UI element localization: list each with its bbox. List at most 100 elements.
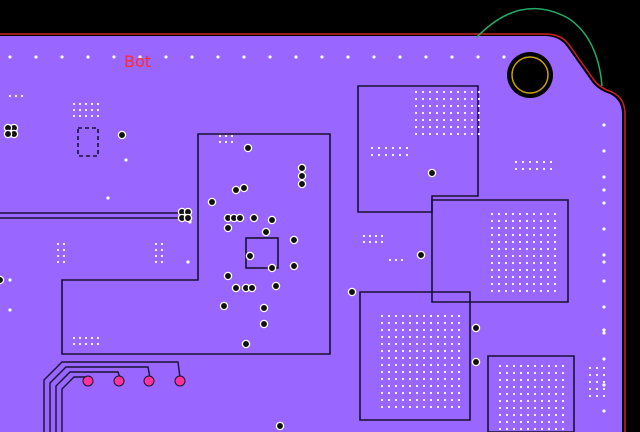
via-dot: [154, 260, 158, 264]
via-dot: [498, 420, 502, 424]
via-dot: [429, 328, 433, 332]
via-dot: [436, 321, 440, 325]
via-dot: [504, 261, 508, 265]
via-dot: [362, 240, 366, 244]
via-dot: [498, 385, 502, 389]
via-dot: [449, 111, 453, 115]
via-dot: [519, 385, 523, 389]
via-dot: [415, 377, 419, 381]
via-dot: [511, 254, 515, 258]
via-dot: [230, 140, 234, 144]
via-dot: [443, 321, 447, 325]
via-dot: [546, 247, 550, 251]
via-dot: [525, 212, 529, 216]
via-dot: [394, 258, 398, 262]
via-dot: [463, 125, 467, 129]
via-dot: [553, 254, 557, 258]
via-dot: [387, 335, 391, 339]
via-dot: [422, 398, 426, 402]
via: [235, 213, 245, 223]
via: [297, 163, 307, 173]
via-dot: [526, 399, 530, 403]
via-dot: [532, 219, 536, 223]
via-dot: [602, 188, 606, 192]
via-dot: [539, 268, 543, 272]
via-dot: [540, 392, 544, 396]
via-dot: [394, 321, 398, 325]
via-dot: [602, 279, 606, 283]
via-dot: [602, 253, 606, 257]
via-dot: [512, 427, 516, 431]
via-dot: [422, 405, 426, 409]
via-dot: [408, 363, 412, 367]
via-dot: [408, 391, 412, 395]
via-dot: [106, 196, 110, 200]
via-dot: [511, 247, 515, 251]
via-dot: [602, 227, 606, 231]
via-dot: [553, 240, 557, 244]
via-dot: [504, 268, 508, 272]
via-dot: [408, 342, 412, 346]
via-dot: [224, 134, 228, 138]
via-dot: [442, 111, 446, 115]
via-dot: [514, 160, 518, 164]
via-dot: [436, 356, 440, 360]
via-dot: [498, 364, 502, 368]
via-dot: [374, 234, 378, 238]
test-pads: [82, 375, 186, 387]
test-pad-2: [113, 375, 125, 387]
via-dot: [421, 111, 425, 115]
via-dot: [511, 240, 515, 244]
via-dot: [408, 335, 412, 339]
via-dot: [470, 132, 474, 136]
board-outline: [0, 33, 626, 432]
via-dot: [435, 118, 439, 122]
via-dot: [96, 114, 100, 118]
via-dot: [428, 90, 432, 94]
via-dot: [547, 427, 551, 431]
via-dot: [408, 384, 412, 388]
via-dot: [512, 371, 516, 375]
via-dot: [436, 377, 440, 381]
via-dot: [160, 254, 164, 258]
via-dot: [90, 114, 94, 118]
via-dot: [497, 219, 501, 223]
via-dot: [394, 398, 398, 402]
via-dot: [62, 242, 66, 246]
via-dot: [394, 335, 398, 339]
via-dot: [429, 349, 433, 353]
via-dot: [449, 132, 453, 136]
via-dot: [96, 342, 100, 346]
via-dot: [449, 118, 453, 122]
via-dot: [449, 125, 453, 129]
via-dot: [456, 97, 460, 101]
via-dot: [539, 240, 543, 244]
via-dot: [72, 108, 76, 112]
via-dot: [540, 406, 544, 410]
via-dot: [374, 240, 378, 244]
via-dot: [443, 356, 447, 360]
via-dot: [216, 55, 220, 59]
via-dot: [442, 97, 446, 101]
via-dot: [602, 331, 606, 335]
via-dot: [422, 328, 426, 332]
via-dot: [525, 247, 529, 251]
vias-large: [0, 123, 481, 431]
via-dot: [546, 289, 550, 293]
via-dot: [450, 363, 454, 367]
via-dot: [450, 398, 454, 402]
via-dot: [408, 377, 412, 381]
via-dot: [428, 118, 432, 122]
via-dot: [542, 160, 546, 164]
via-dot: [56, 242, 60, 246]
via-dot: [518, 254, 522, 258]
via-dot: [549, 160, 553, 164]
via-dot: [533, 378, 537, 382]
via-dot: [380, 398, 384, 402]
via-dot: [588, 366, 592, 370]
via-dot: [602, 357, 606, 361]
via-dot: [380, 342, 384, 346]
via-dot: [526, 420, 530, 424]
via-dot: [561, 399, 565, 403]
